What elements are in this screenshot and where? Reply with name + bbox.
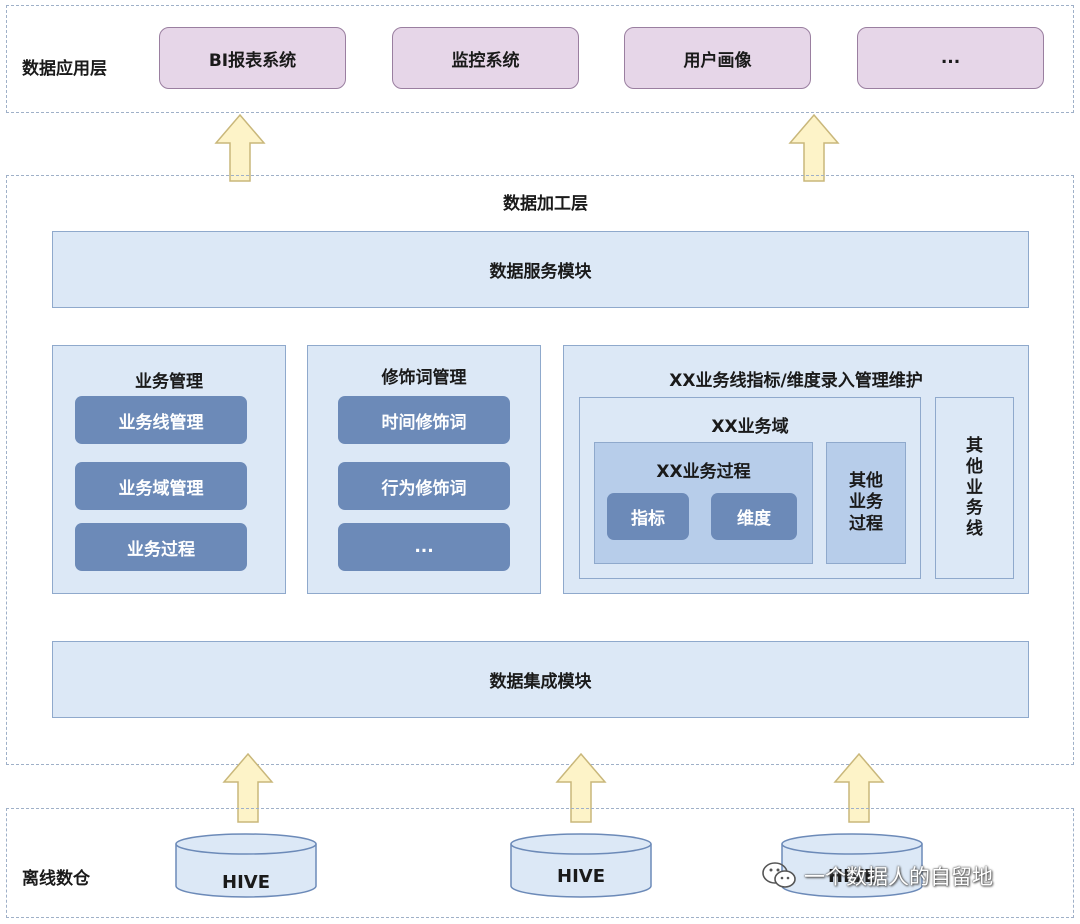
hive-database-icon [175,833,317,898]
business-mgmt-title: 业务管理 [135,372,203,392]
dimension-item[interactable]: 维度 [711,493,797,540]
business-process-title: XX业务过程 [656,462,751,482]
app-layer [6,5,1074,113]
business-domain-mgmt[interactable]: 业务域管理 [75,462,247,510]
hive-label: HIVE [557,866,605,887]
hive-database-icon [510,833,652,898]
hive-label: HIVE [828,866,876,887]
data-integration-module[interactable]: 数据集成模块 [52,641,1029,718]
business-process[interactable]: 业务过程 [75,523,247,571]
more-modifiers[interactable]: ... [338,523,510,571]
other-business-line[interactable]: 其 他 业 务 线 [935,397,1014,579]
hive-database-icon [781,833,923,898]
app-bi-report[interactable]: BI报表系统 [159,27,346,89]
processing-layer-label: 数据加工层 [503,194,588,214]
app-monitoring[interactable]: 监控系统 [392,27,579,89]
other-business-process[interactable]: 其他 业务 过程 [826,442,906,564]
up-arrow-icon [788,113,840,182]
wechat-icon [762,862,796,888]
metric-entry-title: XX业务线指标/维度录入管理维护 [669,371,923,391]
modifier-mgmt-title: 修饰词管理 [381,368,467,388]
offline-layer [6,808,1074,918]
watermark-text: 一个数据人的自留地 [804,865,993,889]
processing-layer [6,175,1074,765]
up-arrow-icon [555,752,607,823]
app-user-profile[interactable]: 用户画像 [624,27,811,89]
offline-layer-label: 离线数仓 [22,869,90,889]
hive-label: HIVE [222,872,270,893]
up-arrow-icon [214,113,266,182]
behavior-modifier[interactable]: 行为修饰词 [338,462,510,510]
business-domain-title: XX业务域 [711,417,789,437]
business-line-mgmt[interactable]: 业务线管理 [75,396,247,444]
up-arrow-icon [222,752,274,823]
up-arrow-icon [833,752,885,823]
time-modifier[interactable]: 时间修饰词 [338,396,510,444]
app-layer-label: 数据应用层 [22,59,107,79]
app-more[interactable]: ... [857,27,1044,89]
data-service-module[interactable]: 数据服务模块 [52,231,1029,308]
metric-item[interactable]: 指标 [607,493,689,540]
